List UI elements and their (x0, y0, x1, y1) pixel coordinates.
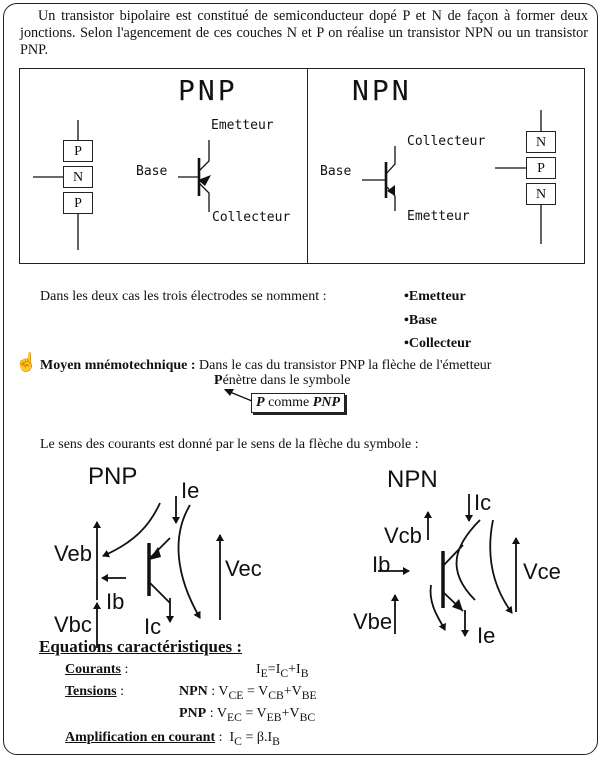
pnp-vec-label: Vec (225, 556, 262, 581)
electrode-emitter: •Emetteur (404, 289, 466, 304)
pnp-ib-label: Ib (106, 589, 125, 614)
npn-vbe-label: Vbe (353, 609, 393, 634)
pnp-base-label: Base (136, 164, 168, 179)
npn-voltage-equation: NPN : VCE = VCB+VBE (179, 684, 317, 702)
pnp-ic-label: Ic (144, 614, 162, 639)
mnemonic-line2: Pénètre dans le symbole (214, 373, 351, 388)
npn-ie-label: Ie (477, 623, 496, 648)
npn-vcb-label: Vcb (384, 523, 422, 548)
equations-title: Equations caractéristiques : (39, 637, 243, 656)
mnemonic-box: P comme PNP (251, 393, 345, 413)
pnp-vbc-label: Vbc (54, 612, 92, 637)
pnp-layer-top: P (63, 140, 93, 162)
mnemonic-text: Dans le cas du transistor PNP la flèche … (199, 358, 492, 373)
electrode-base: •Base (404, 313, 437, 328)
electrode-collector: •Collecteur (404, 336, 472, 351)
npn-layer-middle: P (526, 157, 556, 179)
pnp-ie-label: Ie (181, 478, 200, 503)
transistor-types-table (19, 68, 585, 264)
intro-paragraph: Un transistor bipolaire est constitué de… (20, 8, 588, 58)
currents-text: Le sens des courants est donné par le se… (40, 437, 419, 452)
npn-ic-label: Ic (474, 490, 492, 515)
pnp-emitter-label: Emetteur (211, 118, 274, 133)
currents-equation: IE=IC+IB (256, 662, 309, 680)
npn-layer-bottom: N (526, 183, 556, 205)
npn-currents-title: NPN (387, 466, 438, 493)
page-frame (3, 3, 598, 755)
pnp-collector-label: Collecteur (212, 210, 291, 225)
courants-row: Courants : (65, 662, 129, 677)
npn-vce-label: Vce (523, 559, 561, 584)
mnemonic-label: Moyen mnémotechnique : (40, 358, 196, 373)
npn-layer-top: N (526, 131, 556, 153)
npn-collector-label: Collecteur (407, 134, 486, 149)
npn-emitter-label: Emetteur (407, 209, 470, 224)
pnp-layer-bottom: P (63, 192, 93, 214)
table-divider (307, 68, 308, 264)
tensions-row: Tensions : (65, 684, 125, 699)
pnp-voltage-equation: PNP : VEC = VEB+VBC (179, 706, 316, 724)
npn-base-label: Base (320, 164, 352, 179)
pnp-veb-label: Veb (54, 541, 92, 566)
pointing-hand-icon: ☝ (15, 352, 38, 372)
npn-panel-title: NPN (352, 74, 412, 107)
pnp-currents-title: PNP (88, 463, 138, 490)
electrodes-text: Dans les deux cas les trois électrodes s… (40, 289, 327, 304)
pnp-layer-middle: N (63, 166, 93, 188)
amplification-row: Amplification en courant : IC = β.IB (65, 730, 280, 748)
mnemonic-line: Moyen mnémotechnique : Dans le cas du tr… (40, 358, 491, 374)
pnp-panel-title: PNP (178, 74, 238, 107)
